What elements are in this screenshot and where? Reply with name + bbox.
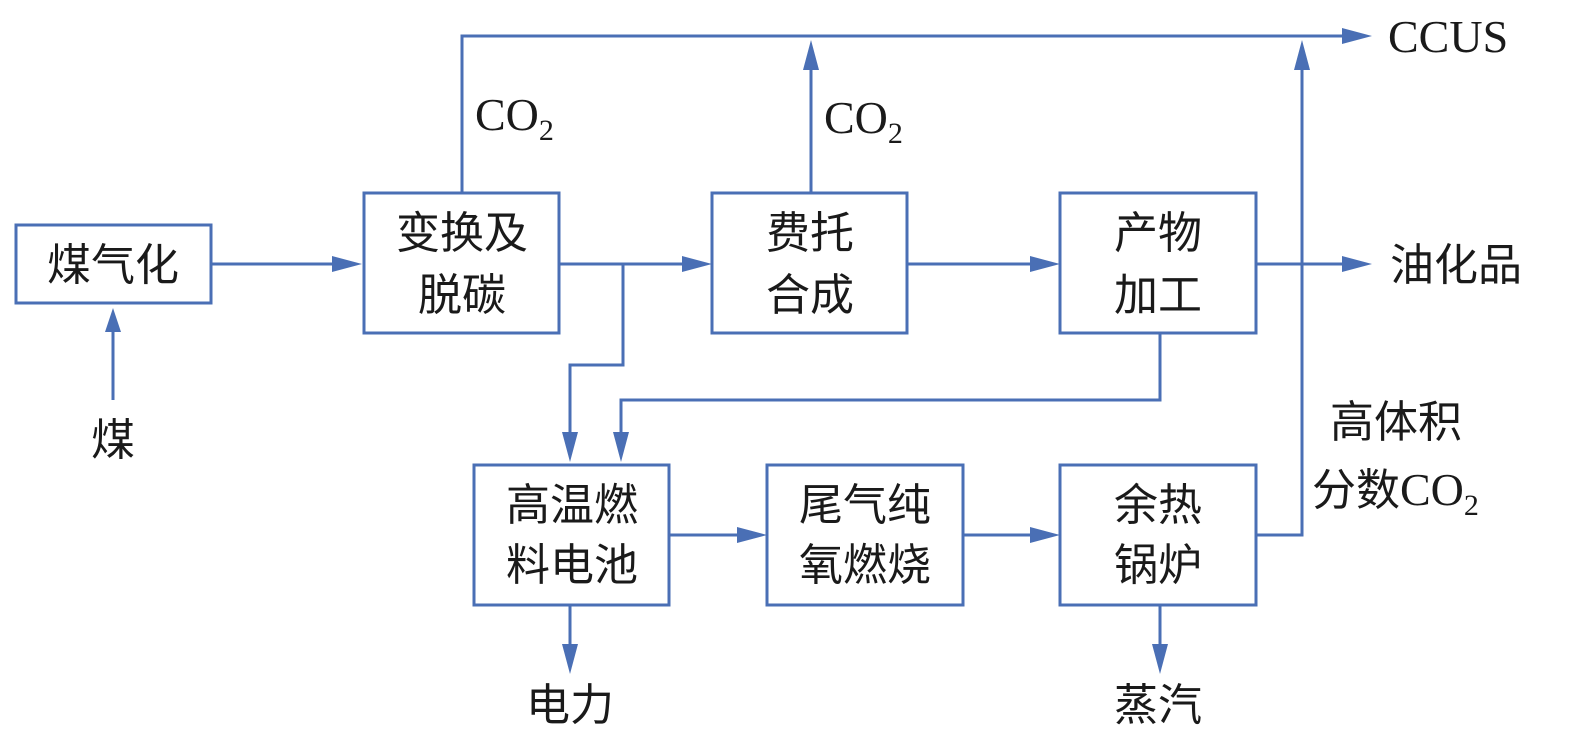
arrowhead (1294, 40, 1310, 70)
arrowhead (1030, 527, 1060, 543)
node-waste-heat-boiler: 余热 锅炉 (1058, 463, 1258, 607)
node-label-line2: 合成 (766, 270, 854, 321)
co2-text: CO (1400, 464, 1464, 515)
output-label-ccus: CCUS (1388, 11, 1508, 62)
output-label-electricity: 电力 (526, 680, 614, 731)
node-label-line2: 氧燃烧 (799, 540, 931, 591)
arrowhead (613, 432, 629, 462)
high-co2-label-line2: 分数CO2 (1312, 464, 1479, 522)
edge-shift-to-fuelcell (568, 264, 625, 440)
connectors (105, 28, 1372, 674)
node-shift-decarbonization: 变换及 脱碳 (362, 191, 561, 335)
node-high-temp-fuel-cell: 高温燃 料电池 (472, 463, 671, 607)
node-label-line1: 高温燃 (506, 480, 638, 531)
node-label-line2: 料电池 (506, 540, 638, 591)
node-label-line1: 变换及 (396, 208, 528, 259)
co2-text: CO (824, 92, 888, 143)
arrowhead (1152, 644, 1168, 674)
arrowhead (1342, 256, 1372, 272)
node-ft-synthesis: 费托 合成 (710, 191, 909, 335)
arrowhead (332, 256, 362, 272)
co2-text: CO (475, 89, 539, 140)
arrowhead (682, 256, 712, 272)
arrowhead (105, 308, 121, 332)
arrowhead (562, 644, 578, 674)
node-label: 煤气化 (47, 240, 179, 291)
node-label-line2: 锅炉 (1114, 540, 1202, 591)
node-label-line1: 尾气纯 (799, 480, 931, 531)
output-label-oil-chemicals: 油化品 (1390, 240, 1522, 291)
co2-label-ft: CO2 (824, 92, 903, 150)
edge-shift-co2-to-ccus (460, 34, 1350, 193)
high-co2-label-line1: 高体积 (1330, 397, 1462, 448)
arrowhead (1342, 28, 1372, 44)
arrowhead (1030, 256, 1060, 272)
co2-subscript: 2 (888, 117, 903, 150)
node-label-line1: 产物 (1114, 208, 1202, 259)
node-oxyfuel-combustion: 尾气纯 氧燃烧 (765, 463, 965, 607)
co2-subscript: 2 (1464, 489, 1479, 522)
node-label-line1: 费托 (766, 208, 854, 259)
node-label-line2: 脱碳 (418, 270, 506, 321)
edge-boiler-co2-to-ccus (1256, 62, 1304, 537)
edge-processing-to-fuelcell (619, 334, 1162, 440)
arrowhead (562, 432, 578, 462)
co2-subscript: 2 (539, 114, 554, 147)
arrowhead (737, 527, 767, 543)
node-coal-gasification: 煤气化 (14, 223, 213, 305)
arrowhead (803, 40, 819, 70)
node-label-line1: 余热 (1114, 480, 1202, 531)
node-product-processing: 产物 加工 (1058, 191, 1258, 335)
co2-label-shift: CO2 (475, 89, 554, 147)
input-label-coal: 煤 (91, 415, 135, 466)
node-label-line2: 加工 (1114, 270, 1202, 321)
high-co2-prefix: 分数 (1312, 465, 1400, 516)
output-label-steam: 蒸汽 (1114, 680, 1202, 731)
